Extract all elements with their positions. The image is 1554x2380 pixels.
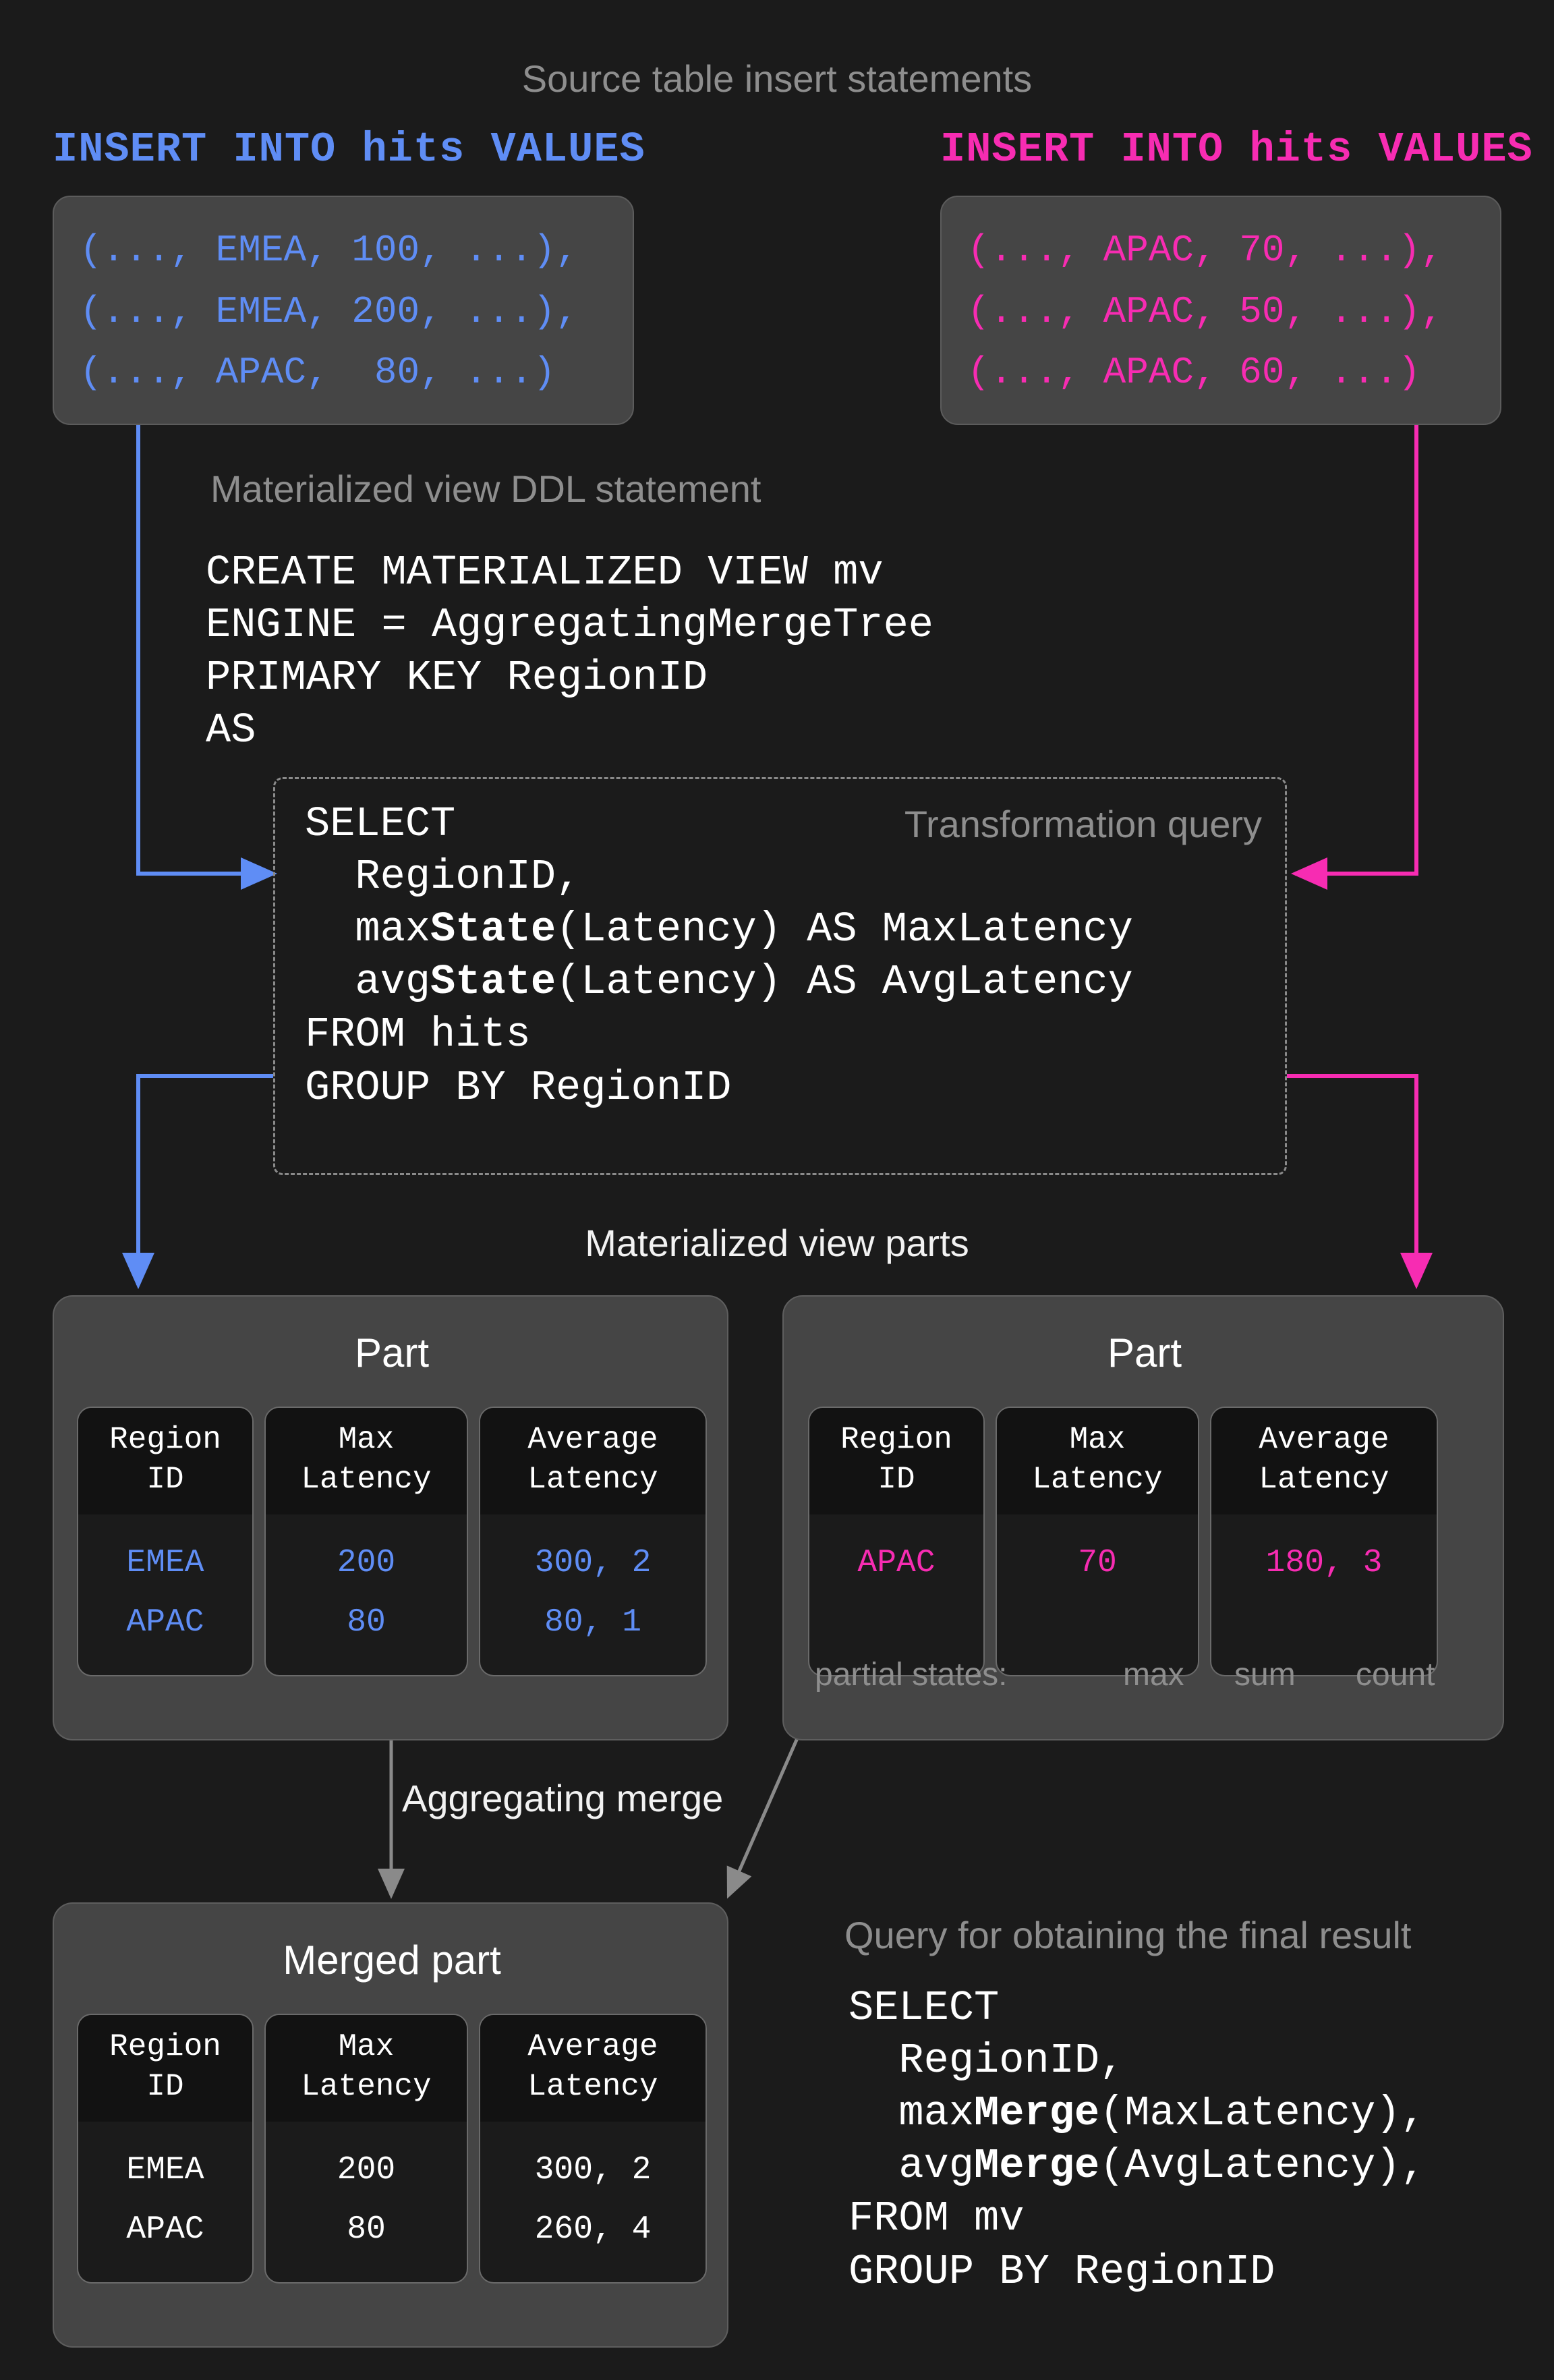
table-cell: 80	[347, 2211, 386, 2248]
part-column-average-latency: Average Latency 180, 3	[1210, 1407, 1438, 1676]
table-cell: EMEA	[126, 1544, 204, 1581]
ddl-line: CREATE MATERIALIZED VIEW mv	[206, 548, 884, 596]
page-title: Source table insert statements	[521, 57, 1033, 100]
merged-column-region-id: Region ID EMEA APAC	[77, 2014, 254, 2284]
insert-header-left: INSERT INTO hits VALUES	[53, 125, 645, 173]
partial-states-label-text: partial states:	[815, 1657, 1008, 1693]
insert-row: (..., APAC, 60, ...)	[967, 351, 1421, 395]
connector-merge-right	[726, 1732, 801, 1899]
query-line: GROUP BY RegionID	[305, 1063, 732, 1112]
part-title: Part	[354, 1330, 430, 1376]
table-cell: 260, 4	[534, 2211, 652, 2248]
transformation-query-box: Transformation query SELECT RegionID, ma…	[273, 777, 1287, 1175]
table-cell: 80	[347, 1604, 386, 1641]
final-query-line: SELECT	[848, 1984, 1000, 2032]
final-query-caption: Query for obtaining the final result	[844, 1914, 1412, 1956]
column-header: Average Latency	[480, 2015, 706, 2122]
merged-part-card: Merged part Region ID EMEA APAC Max Late…	[53, 1902, 728, 2348]
part-card-left: Part Region ID EMEA APAC Max Latency 200…	[53, 1295, 728, 1740]
table-cell: 70	[1078, 1544, 1117, 1581]
table-cell: 180, 3	[1265, 1544, 1383, 1581]
final-query-code: SELECT RegionID, maxMerge(MaxLatency), a…	[848, 1982, 1426, 2298]
column-header: Max Latency	[266, 2015, 467, 2122]
table-cell: EMEA	[126, 2151, 204, 2188]
ddl-line: AS	[206, 706, 256, 755]
aggregating-merge-label: Aggregating merge	[402, 1777, 724, 1819]
merged-column-average-latency: Average Latency 300, 2 260, 4	[479, 2014, 707, 2284]
column-header: Region ID	[809, 1408, 983, 1514]
final-query-line: maxMerge(MaxLatency),	[848, 2089, 1426, 2138]
column-header: Max Latency	[266, 1408, 467, 1514]
partial-state-max: max	[1123, 1657, 1184, 1693]
insert-card-left: (..., EMEA, 100, ...), (..., EMEA, 200, …	[53, 196, 634, 425]
insert-row: (..., EMEA, 200, ...),	[80, 289, 579, 333]
insert-row: (..., APAC, 80, ...)	[80, 351, 556, 395]
query-line: avgState(Latency) AS AvgLatency	[305, 958, 1133, 1007]
query-line: RegionID,	[305, 853, 581, 901]
insert-row: (..., APAC, 70, ...),	[967, 229, 1443, 272]
merged-column-max-latency: Max Latency 200 80	[264, 2014, 468, 2284]
part-column-average-latency: Average Latency 300, 2 80, 1	[479, 1407, 707, 1676]
insert-row: (..., EMEA, 100, ...),	[80, 229, 579, 272]
final-query-line: FROM mv	[848, 2194, 1025, 2243]
query-line: FROM hits	[305, 1011, 531, 1059]
part-title: Part	[1107, 1330, 1182, 1376]
table-cell: APAC	[126, 2211, 204, 2248]
column-header: Average Latency	[1211, 1408, 1437, 1514]
connector-pink-insert-to-query	[1291, 423, 1418, 890]
table-cell: 300, 2	[534, 1544, 652, 1581]
query-line: SELECT	[305, 800, 456, 848]
ddl-line: ENGINE = AggregatingMergeTree	[206, 601, 933, 650]
part-column-region-id: Region ID APAC	[808, 1407, 985, 1676]
column-header: Max Latency	[997, 1408, 1198, 1514]
parts-caption: Materialized view parts	[585, 1222, 969, 1264]
table-cell: APAC	[857, 1544, 936, 1581]
table-cell: 300, 2	[534, 2151, 652, 2188]
final-query-line: RegionID,	[848, 2037, 1125, 2085]
insert-card-right: (..., APAC, 70, ...), (..., APAC, 50, ..…	[940, 196, 1501, 425]
transformation-query-caption: Transformation query	[904, 803, 1262, 845]
ddl-statement: CREATE MATERIALIZED VIEW mv ENGINE = Agg…	[206, 546, 933, 757]
final-query-line: GROUP BY RegionID	[848, 2247, 1275, 2296]
table-cell: 80, 1	[544, 1604, 642, 1641]
insert-row: (..., APAC, 50, ...),	[967, 289, 1443, 333]
ddl-line: PRIMARY KEY RegionID	[206, 654, 708, 702]
part-column-region-id: Region ID EMEA APAC	[77, 1407, 254, 1676]
column-header: Region ID	[78, 2015, 252, 2122]
merged-part-title: Merged part	[283, 1937, 501, 1983]
partial-state-count: count	[1356, 1657, 1435, 1693]
column-header: Average Latency	[480, 1408, 706, 1514]
final-query-line: avgMerge(AvgLatency),	[848, 2142, 1426, 2190]
table-cell: 200	[337, 2151, 396, 2188]
table-cell: APAC	[126, 1604, 204, 1641]
ddl-caption: Materialized view DDL statement	[210, 468, 761, 510]
partial-state-sum: sum	[1234, 1657, 1296, 1693]
table-cell: 200	[337, 1544, 396, 1581]
part-column-max-latency: Max Latency 200 80	[264, 1407, 468, 1676]
column-header: Region ID	[78, 1408, 252, 1514]
part-card-right: Part Region ID APAC Max Latency 70 Avera…	[782, 1295, 1504, 1740]
transformation-query-code: SELECT RegionID, maxState(Latency) AS Ma…	[305, 798, 1133, 1114]
query-line: maxState(Latency) AS MaxLatency	[305, 905, 1133, 954]
part-column-max-latency: Max Latency 70	[996, 1407, 1199, 1676]
insert-header-right: INSERT INTO hits VALUES	[940, 125, 1533, 173]
